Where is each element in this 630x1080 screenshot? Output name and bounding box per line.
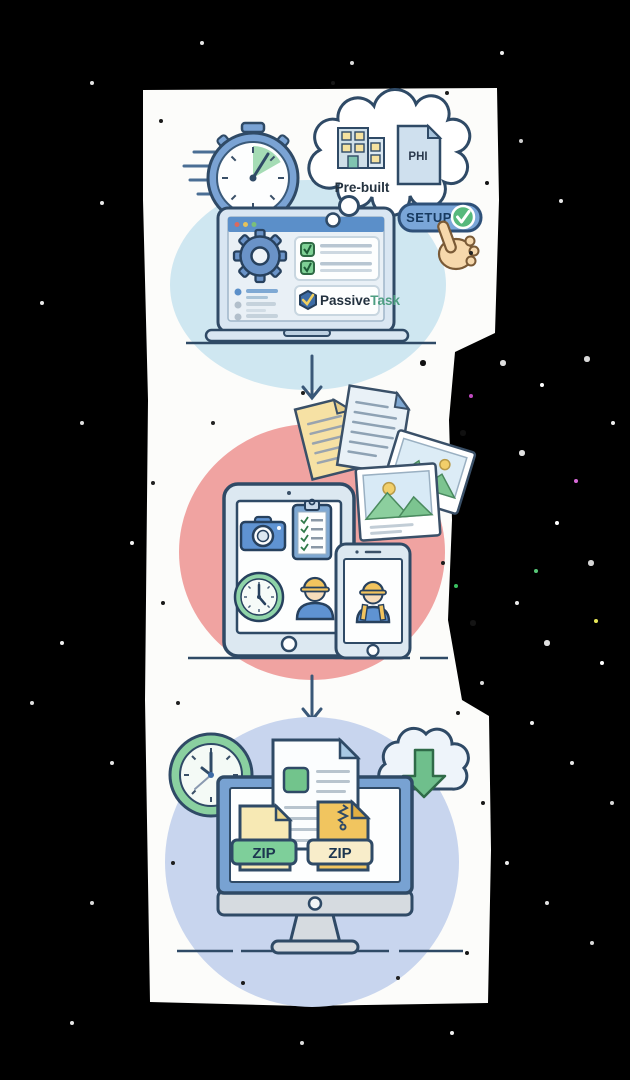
tablet — [222, 482, 356, 658]
phone — [334, 542, 412, 660]
monitor-base — [270, 939, 360, 955]
laptop-notch — [283, 329, 331, 337]
brand-name: PassiveTask — [320, 293, 401, 308]
stage-export: ZIP ZIP — [165, 717, 470, 1007]
thought-tail — [325, 195, 360, 228]
sidebar-list — [234, 288, 278, 321]
phi-document-icon: PHI — [396, 123, 443, 186]
monitor-stand — [288, 913, 342, 945]
worker-avatar-icon — [355, 580, 391, 624]
clock-icon — [233, 571, 285, 623]
blue-document-icon — [335, 384, 411, 476]
stage-setup: Pre-built PHI — [170, 87, 483, 390]
prebuilt-label: Pre-built — [335, 180, 390, 195]
zipper-icon — [336, 804, 350, 824]
phone-home-button — [366, 643, 380, 658]
photo-icon — [354, 462, 442, 542]
camera-icon — [239, 515, 287, 552]
thought-cloud: Pre-built PHI — [307, 87, 472, 217]
tablet-camera-dot — [287, 491, 291, 495]
building-icon — [337, 127, 385, 169]
window-minimize-dot — [243, 222, 248, 227]
tablet-home-button — [280, 635, 298, 653]
stage-capture — [179, 384, 477, 680]
laptop: PassiveTask — [216, 206, 401, 334]
gear-icon — [232, 228, 288, 284]
passivetask-logo: PassiveTask — [294, 285, 401, 316]
worker-avatar-icon — [295, 576, 335, 621]
timer-wedge — [253, 146, 281, 178]
stopwatch-icon — [206, 121, 300, 225]
cursor-hand-icon — [437, 220, 480, 271]
clipboard-icon — [291, 498, 333, 561]
zip-file-icon: ZIP — [306, 798, 374, 872]
window-close-dot — [234, 222, 240, 227]
check-circle-icon — [450, 204, 476, 230]
checklist — [294, 236, 380, 281]
monitor-power-button — [307, 896, 323, 911]
zip-label-badge — [230, 838, 298, 866]
flow-arrow-2 — [301, 674, 323, 723]
zip-label: ZIP — [328, 845, 351, 862]
zip-file-icon: ZIP — [230, 802, 298, 872]
browser-titlebar — [228, 217, 384, 232]
zip-label-badge — [306, 838, 374, 866]
flow-arrow-1 — [301, 354, 323, 401]
zip-label: ZIP — [252, 845, 275, 862]
setup-button: SETUP — [397, 202, 483, 233]
window-maximize-dot — [251, 222, 257, 227]
setup-button-label: SETUP — [406, 210, 452, 225]
phone-camera-dot — [355, 550, 359, 554]
phi-label: PHI — [408, 151, 427, 163]
document-thumbnail — [282, 766, 310, 794]
